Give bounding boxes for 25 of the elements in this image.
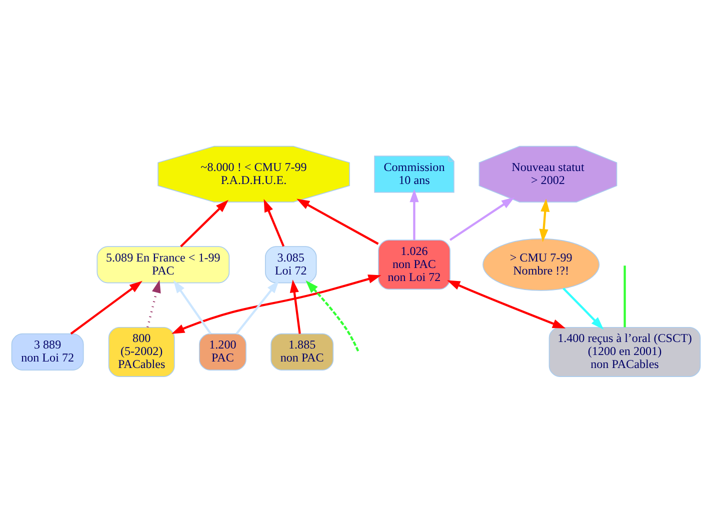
- arrow: [264, 198, 285, 246]
- arrow: [172, 274, 382, 334]
- node-box: 3 889 non Loi 72: [11, 332, 84, 370]
- node-box: 1.885 non PAC: [270, 332, 334, 370]
- arrow: [562, 287, 604, 330]
- node-ellipse: > CMU 7-99 Nombre !?!: [482, 238, 600, 290]
- arrow: [146, 279, 161, 328]
- arrow: [447, 280, 566, 328]
- arrow: [180, 199, 228, 247]
- connector: [624, 265, 626, 327]
- arrow: [410, 188, 419, 240]
- arrow: [173, 280, 212, 334]
- node-box: 1.400 reçus à l’oral (CSCT) (1200 en 2001) non PACables: [548, 326, 701, 376]
- arrow: [236, 280, 280, 334]
- arrow: [449, 196, 515, 240]
- node-box: 1.026 non PAC non Loi 72: [378, 239, 450, 290]
- node-box: 5.089 En France < 1-99 PAC: [96, 246, 230, 283]
- arrow: [70, 280, 142, 334]
- node-box: 800 (5-2002) PACables: [108, 326, 175, 376]
- node-box: 3.085 Loi 72: [264, 246, 317, 283]
- arrow: [296, 198, 379, 244]
- node-box: 1.200 PAC: [198, 332, 246, 370]
- arrow: [306, 280, 360, 351]
- arrow: [290, 279, 301, 334]
- arrow: [539, 198, 550, 242]
